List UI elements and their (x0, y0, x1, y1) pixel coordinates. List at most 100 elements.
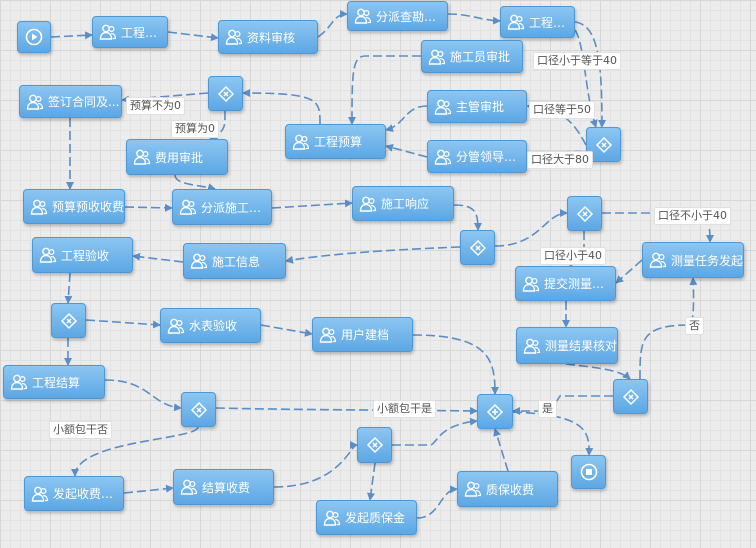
task-engineering-settlement[interactable]: 工程结算 (3, 365, 105, 399)
edge-label: 口径等于50 (529, 101, 595, 119)
gateway-survey-check[interactable] (613, 379, 648, 414)
sequence-flow-edge[interactable] (215, 406, 478, 415)
sequence-flow-edge[interactable] (260, 324, 313, 337)
sequence-flow-edge[interactable] (392, 417, 478, 446)
task-label: 费用审批 (155, 150, 204, 165)
task-label: 发起收费任务 (53, 487, 123, 501)
sequence-flow-edge[interactable] (104, 379, 182, 412)
gateway-response[interactable] (460, 230, 495, 265)
user-icon (292, 133, 310, 151)
user-icon (434, 98, 452, 116)
sequence-flow-edge[interactable] (447, 13, 501, 25)
gateway-budget[interactable] (208, 76, 243, 111)
play-icon (25, 28, 43, 46)
sequence-flow-edge[interactable] (242, 89, 321, 125)
user-icon (167, 317, 185, 335)
sequence-flow-edge[interactable] (167, 31, 219, 42)
task-label: 签订合同及... (48, 95, 120, 109)
task-customer-record[interactable]: 用户建档 (312, 317, 413, 352)
sequence-flow-edge[interactable] (512, 411, 594, 456)
sequence-flow-edge[interactable] (273, 441, 358, 488)
sequence-flow-edge[interactable] (271, 199, 353, 209)
edge-label: 口径大于80 (527, 151, 593, 169)
task-engineering-inspection[interactable]: 工程验收 (32, 237, 133, 273)
user-icon (180, 478, 198, 496)
sequence-flow-edge[interactable] (615, 259, 643, 284)
sequence-flow-edge[interactable] (574, 21, 606, 128)
task-warranty-fee[interactable]: 质保收费 (457, 471, 558, 507)
sequence-flow-edge[interactable] (565, 363, 631, 380)
sequence-flow-edge[interactable] (317, 10, 348, 38)
end-event[interactable] (571, 455, 606, 489)
task-meter-inspection[interactable]: 水表验收 (160, 308, 261, 343)
task-construction-staff-approval[interactable]: 施工员审批 (421, 40, 523, 73)
sequence-flow-edge[interactable] (50, 31, 93, 40)
task-budget-prepayment[interactable]: 预算预收收费 (23, 189, 125, 224)
sequence-flow-edge[interactable] (412, 334, 499, 395)
task-fee-approval[interactable]: 费用审批 (126, 139, 228, 175)
gateway-inspection[interactable] (51, 303, 86, 338)
task-construction-response[interactable]: 施工响应 (352, 186, 454, 221)
sequence-flow-edge[interactable] (385, 105, 428, 133)
sequence-flow-edge[interactable] (71, 426, 199, 477)
task-submit-survey-data[interactable]: 提交测量资料 (515, 266, 616, 301)
sequence-flow-edge[interactable] (132, 252, 184, 263)
sequence-flow-edge[interactable] (64, 272, 73, 304)
task-label: 资料审核 (247, 30, 296, 45)
edge-label: 口径小于40 (540, 247, 606, 265)
user-icon (319, 326, 337, 344)
task-initiate-fee[interactable]: 发起收费任务 (24, 476, 124, 511)
sequence-flow-edge[interactable] (574, 29, 598, 128)
sequence-flow-edge[interactable] (493, 428, 509, 472)
gateway-settlement[interactable] (181, 392, 216, 427)
x-gateway-icon (622, 388, 639, 405)
sequence-flow-edge[interactable] (416, 485, 458, 519)
x-gateway-icon (595, 136, 612, 153)
x-gateway-icon (366, 436, 383, 454)
task-initiate-warranty[interactable]: 发起质保金 (316, 500, 417, 535)
task-supervisor-approval[interactable]: 主管审批 (427, 90, 527, 123)
task-label: 施工响应 (381, 197, 430, 211)
sequence-flow-edge[interactable] (494, 209, 568, 247)
task-survey-result-check[interactable]: 测量结果核对 (516, 327, 618, 364)
task-leader-approval[interactable]: 分管领导审批 (427, 140, 527, 173)
task-engineering-survey[interactable]: 工程查勘 (500, 6, 575, 38)
task-construction-info[interactable]: 施工信息 (183, 243, 286, 279)
user-icon (99, 23, 117, 41)
user-icon (31, 485, 49, 503)
task-engineering-acceptance[interactable]: 工程受理 (92, 16, 168, 48)
sequence-flow-edge[interactable] (85, 319, 161, 329)
task-assign-contractor[interactable]: 分派施工单位 (172, 189, 272, 225)
sequence-flow-edge[interactable] (639, 277, 698, 380)
task-survey-task-initiate[interactable]: 测量任务发起 (642, 242, 744, 278)
sequence-flow-edge[interactable] (348, 55, 421, 125)
task-label: 发起质保金 (345, 511, 406, 525)
gateway-fee[interactable] (357, 427, 392, 463)
task-label: 施工信息 (212, 254, 261, 269)
task-document-review[interactable]: 资料审核 (218, 20, 318, 54)
task-settlement-fee[interactable]: 结算收费 (173, 469, 274, 505)
sequence-flow-edge[interactable] (123, 484, 174, 494)
sequence-flow-edge[interactable] (453, 204, 482, 231)
sequence-flow-edge[interactable] (385, 143, 428, 158)
gateway-caliber-survey[interactable] (567, 196, 602, 231)
task-label: 测量任务发起 (671, 253, 743, 268)
sequence-flow-edge[interactable] (366, 462, 376, 501)
x-gateway-icon (469, 239, 486, 256)
user-icon (26, 93, 44, 111)
sequence-flow-edge[interactable] (124, 203, 173, 212)
edge-label: 否 (685, 317, 704, 335)
user-icon (522, 275, 540, 293)
task-assign-surveyor[interactable]: 分派查勘人员 (347, 1, 448, 31)
sequence-flow-edge[interactable] (512, 395, 613, 415)
edge-label: 口径小于等于40 (533, 52, 621, 70)
x-gateway-icon (217, 85, 234, 102)
task-engineering-budget[interactable]: 工程预算 (285, 124, 386, 159)
sequence-flow-edge[interactable] (174, 174, 216, 192)
user-icon (225, 28, 243, 46)
task-sign-contract[interactable]: 签订合同及... (19, 85, 122, 118)
start-event[interactable] (17, 21, 51, 53)
x-gateway-icon (60, 312, 77, 329)
sequence-flow-edge[interactable] (285, 246, 461, 264)
gateway-join[interactable] (477, 394, 513, 429)
